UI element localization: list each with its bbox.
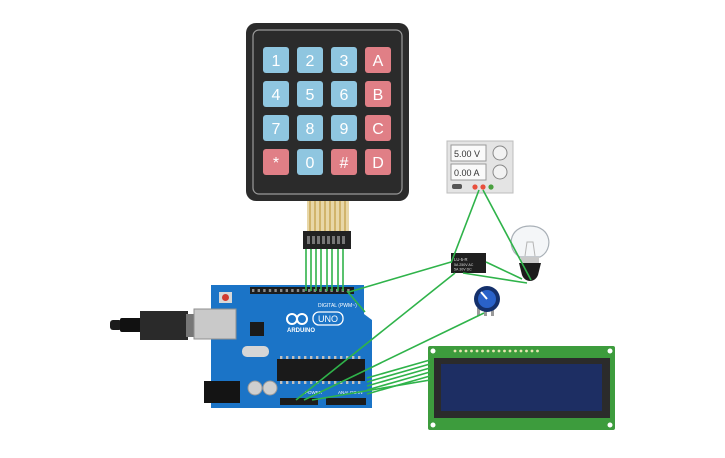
- key-label: 1: [272, 53, 281, 70]
- keypad-ribbon: [303, 201, 351, 249]
- key-8[interactable]: 8: [297, 115, 323, 141]
- key-2[interactable]: 2: [297, 47, 323, 73]
- key-label: 8: [306, 121, 315, 138]
- power-supply[interactable]: 5.00 V 0.00 A: [446, 140, 514, 194]
- key-c[interactable]: C: [365, 115, 391, 141]
- key-label: 2: [306, 53, 315, 70]
- lcd-header-pins: [453, 349, 539, 353]
- key-6[interactable]: 6: [331, 81, 357, 107]
- current-knob[interactable]: [492, 164, 508, 180]
- key-9[interactable]: 9: [331, 115, 357, 141]
- negative-terminal[interactable]: [480, 184, 486, 190]
- key-b[interactable]: B: [365, 81, 391, 107]
- key-0[interactable]: 0: [297, 149, 323, 175]
- key-label: 5: [306, 87, 315, 104]
- key-label: 7: [272, 121, 281, 138]
- arduino-logo: ARDUINO: [286, 313, 315, 334]
- key-label: C: [372, 121, 384, 138]
- positive-terminal[interactable]: [472, 184, 478, 190]
- key-label: 4: [272, 87, 281, 104]
- voltage-readout: 5.00 V: [454, 149, 480, 159]
- key-label: 3: [340, 53, 349, 70]
- digital-header-label: DIGITAL (PWM~): [318, 303, 357, 309]
- power-header-label: POWER: [305, 390, 323, 395]
- current-readout: 0.00 A: [454, 168, 480, 178]
- reset-button[interactable]: [222, 294, 229, 301]
- key-label: A: [373, 53, 384, 70]
- key-5[interactable]: 5: [297, 81, 323, 107]
- key-7[interactable]: 7: [263, 115, 289, 141]
- wires[interactable]: [295, 189, 532, 401]
- usb-cable: [110, 311, 196, 340]
- arduino-brand: ARDUINO: [287, 328, 315, 334]
- relay-label-3: 5A 30V DC: [454, 268, 472, 272]
- power-switch[interactable]: [452, 184, 462, 189]
- key-label: B: [373, 87, 384, 104]
- key-3[interactable]: 3: [331, 47, 357, 73]
- key-a[interactable]: A: [365, 47, 391, 73]
- relay[interactable]: LU-5-R 5A 250V AC 5A 30V DC: [451, 253, 486, 273]
- ground-terminal[interactable]: [488, 184, 494, 190]
- key-d[interactable]: D: [365, 149, 391, 175]
- key-label: *: [273, 155, 279, 172]
- key-1[interactable]: 1: [263, 47, 289, 73]
- voltage-knob[interactable]: [492, 145, 508, 161]
- lcd-display[interactable]: [428, 346, 615, 430]
- key-hash[interactable]: #: [331, 149, 357, 175]
- key-4[interactable]: 4: [263, 81, 289, 107]
- potentiometer[interactable]: [474, 286, 500, 316]
- key-label: #: [340, 155, 349, 172]
- relay-label-1: LU-5-R: [454, 257, 468, 262]
- relay-label-2: 5A 250V AC: [454, 263, 474, 267]
- key-label: 0: [306, 155, 315, 172]
- key-star[interactable]: *: [263, 149, 289, 175]
- keypad-keys: 1 2 3 A 4 5 6 B 7 8 9 C * 0 # D: [263, 47, 391, 175]
- analog-header-label: ANALOG IN: [338, 390, 363, 395]
- key-label: 6: [340, 87, 349, 104]
- keypad[interactable]: 1 2 3 A 4 5 6 B 7 8 9 C * 0 # D: [246, 23, 409, 201]
- key-label: D: [372, 155, 384, 172]
- arduino-model: UNO: [318, 314, 338, 324]
- key-label: 9: [340, 121, 349, 138]
- arduino-uno[interactable]: DIGITAL (PWM~) ARDUINO UNO POWER ANALOG …: [193, 285, 372, 408]
